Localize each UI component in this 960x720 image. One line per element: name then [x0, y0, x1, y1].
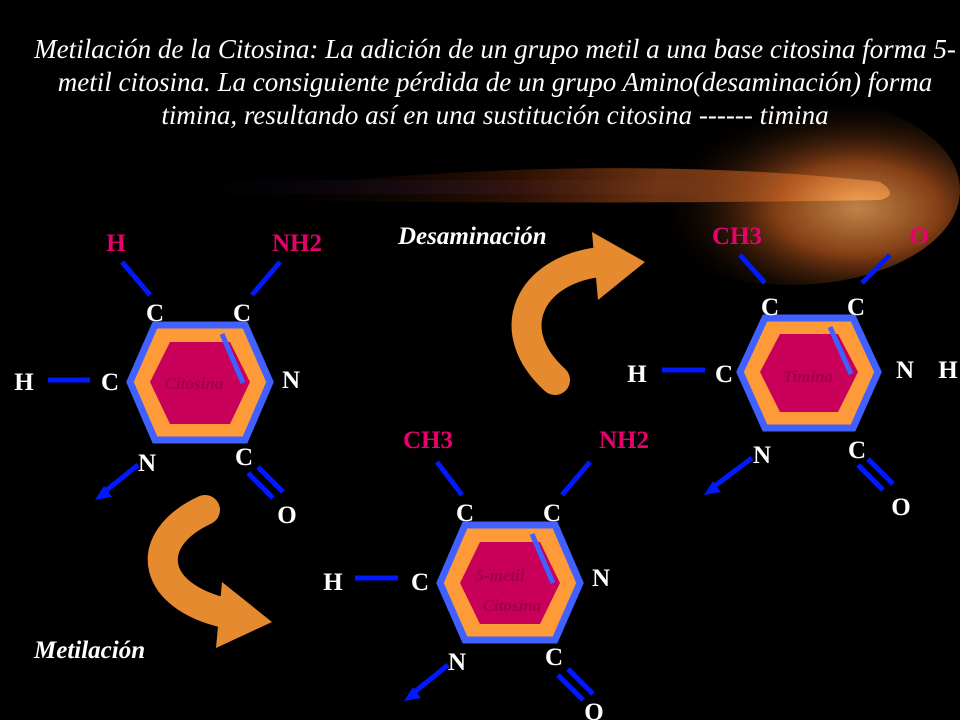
thymine-sub-ch3: CH3 [712, 223, 762, 250]
thymine-ring-label: Timina [783, 367, 834, 386]
methylcytosine-sub-ch3: CH3 [403, 427, 453, 454]
methylcytosine-atom-n-right: N [592, 565, 610, 592]
cytosine-ring-core [150, 342, 250, 424]
thymine-atom-n-bottom-left: N [753, 442, 771, 469]
methylcytosine-bonds [355, 460, 592, 696]
methylcytosine-atom-c-left: C [411, 569, 429, 596]
background-swoosh [150, 95, 960, 285]
cytosine-double-bond [219, 333, 246, 384]
methylcytosine-ring-core [460, 542, 560, 624]
thymine-atom-c-top-right: C [847, 294, 865, 321]
cytosine-atom-c-left: C [101, 369, 119, 396]
thymine-sub-h-right: H [938, 357, 958, 384]
cytosine-molecule: Citosina C C C N N C H NH2 H O [14, 230, 322, 529]
thymine-sub-o-bottom: O [891, 494, 910, 521]
cytosine-atom-c-top-right: C [233, 300, 251, 327]
cytosine-sub-nh2: NH2 [272, 230, 322, 257]
methylcytosine-atom-c-top-left: C [456, 500, 474, 527]
methylcytosine-atom-c-top-right: C [543, 500, 561, 527]
methylcytosine-atom-c-bottom-right: C [545, 644, 563, 671]
cytosine-sub-h-left: H [14, 369, 34, 396]
methylcytosine-atom-n-bottom-left: N [448, 649, 466, 676]
methylcytosine-sub-nh2: NH2 [599, 427, 649, 454]
thymine-ring-core [760, 334, 858, 412]
deamination-label: Desaminación [397, 223, 547, 250]
thymine-double-bond [827, 325, 854, 376]
methylcytosine-molecule: 5-metil Citosina C C C N N C CH3 NH2 H O [323, 427, 649, 720]
cytosine-atom-c-bottom-right: C [235, 444, 253, 471]
thymine-atom-c-left: C [715, 361, 733, 388]
methylcytosine-double-bond [529, 533, 556, 584]
bond-arrowheads [95, 481, 721, 701]
methylation-label: Metilación [33, 637, 145, 664]
thymine-atom-c-top-left: C [761, 294, 779, 321]
thymine-sub-h-left: H [627, 361, 647, 388]
cytosine-sub-h-top: H [106, 230, 126, 257]
methylcytosine-sub-h-left: H [323, 569, 343, 596]
methylcytosine-sub-o: O [584, 699, 603, 720]
thymine-molecule: Timina C C C N N C CH3 O H H O [627, 223, 958, 521]
thymine-bonds [662, 253, 892, 490]
methylcytosine-ring-label-2: Citosina [483, 596, 542, 615]
methylcytosine-carbonyl [556, 667, 595, 702]
cytosine-atom-n-right: N [282, 367, 300, 394]
cytosine-ring-label: Citosina [165, 374, 224, 393]
thymine-sub-o-top: O [909, 223, 928, 250]
cytosine-sub-o: O [277, 502, 296, 529]
thymine-carbonyl [856, 457, 895, 492]
thymine-atom-c-bottom-right: C [848, 437, 866, 464]
thymine-atom-n-right: N [896, 357, 914, 384]
slide-title: Metilación de la Citosina: La adición de… [34, 34, 956, 130]
methylation-arrow [147, 495, 272, 648]
cytosine-carbonyl [246, 465, 285, 500]
deamination-arrow [511, 232, 645, 395]
cytosine-bonds [48, 260, 282, 495]
cytosine-atom-n-bottom-left: N [138, 450, 156, 477]
cytosine-atom-c-top-left: C [146, 300, 164, 327]
methylcytosine-ring-label-1: 5-metil [475, 566, 524, 585]
